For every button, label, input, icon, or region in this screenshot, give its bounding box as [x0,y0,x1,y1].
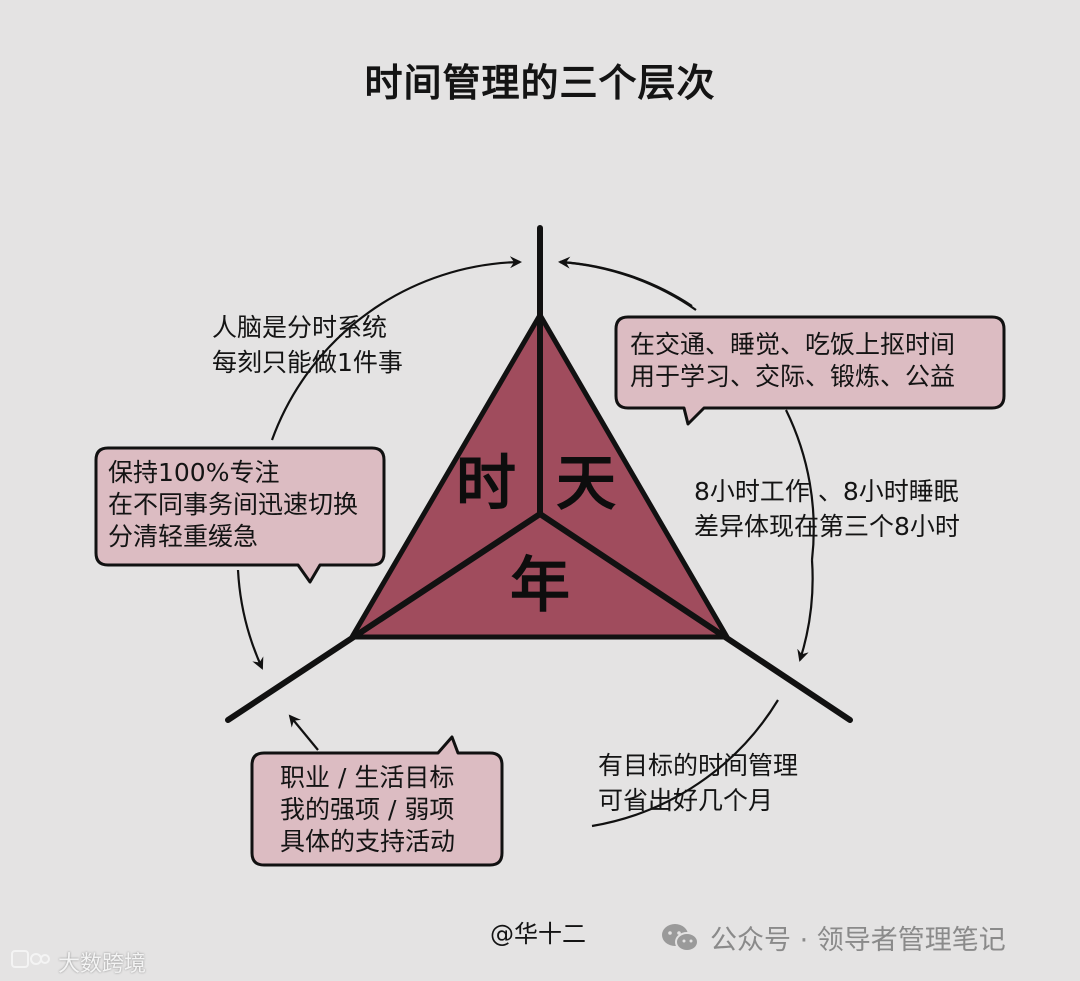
annotation-top-left: 人脑是分时系统 每刻只能做1件事 [212,310,403,380]
wechat-watermark: 公众号 · 领导者管理笔记 [660,918,1006,957]
annotation-line: 差异体现在第三个8小时 [694,512,960,541]
arrow-bottom-left [288,714,319,751]
bubble-line: 保持100%专注 [108,458,280,487]
bubble-line: 用于学习、交际、锻炼、公益 [630,362,956,391]
bubble-line: 职业 / 生活目标 [280,763,455,792]
bubble-left-text: 保持100%专注 在不同事务间迅速切换 分清轻重缓急 [108,457,358,553]
author-credit: @华十二 [490,920,586,948]
annotation-line: 每刻只能做1件事 [212,348,403,377]
annotation-bottom-right: 有目标的时间管理 可省出好几个月 [598,748,798,818]
arrow-top-right [559,260,697,311]
annotation-line: 8小时工作 、8小时睡眠 [694,477,959,506]
arrow-right-lower [797,559,814,662]
arrow-top-right-head [558,256,693,307]
annotation-right: 8小时工作 、8小时睡眠 差异体现在第三个8小时 [694,474,960,544]
bilibili-logo-icon [10,947,50,977]
triangle-label-left: 时 [456,449,516,519]
bubble-bottom-left-text: 职业 / 生活目标 我的强项 / 弱项 具体的支持活动 [280,762,455,858]
bubble-line: 在不同事务间迅速切换 [108,490,359,519]
divider-lines [225,225,853,723]
arrow-bottom-right [591,699,779,828]
bubbles [94,315,1006,867]
bubble-line: 分清轻重缓急 [108,522,259,551]
corner-watermark-text: 大数跨境 [58,952,147,977]
bubble-line: 具体的支持活动 [280,827,456,856]
page-title: 时间管理的三个层次 [364,61,716,105]
annotation-line: 人脑是分时系统 [212,313,388,342]
wechat-icon [660,921,700,955]
annotation-line: 有目标的时间管理 [598,751,799,780]
bubble-top-right [614,315,1006,426]
cycle-arrows [236,256,815,828]
corner-watermark: 大数跨境 [10,946,146,978]
annotation-line: 可省出好几个月 [598,786,774,815]
bubble-line: 我的强项 / 弱项 [280,795,455,824]
arrow-left-lower [236,569,264,670]
triangle-label-right: 天 [556,449,616,519]
arrow-right-upper [785,409,815,561]
watermark-text: 公众号 · 领导者管理笔记 [710,925,1006,956]
bubble-top-right-text: 在交通、睡觉、吃饭上抠时间 用于学习、交际、锻炼、公益 [630,329,955,393]
bubble-bottom-left [250,735,504,867]
triangle-label-bottom: 年 [510,551,570,621]
arrow-top-left [270,256,522,441]
bubble-line: 在交通、睡觉、吃饭上抠时间 [630,330,956,359]
bubble-left [94,446,386,584]
